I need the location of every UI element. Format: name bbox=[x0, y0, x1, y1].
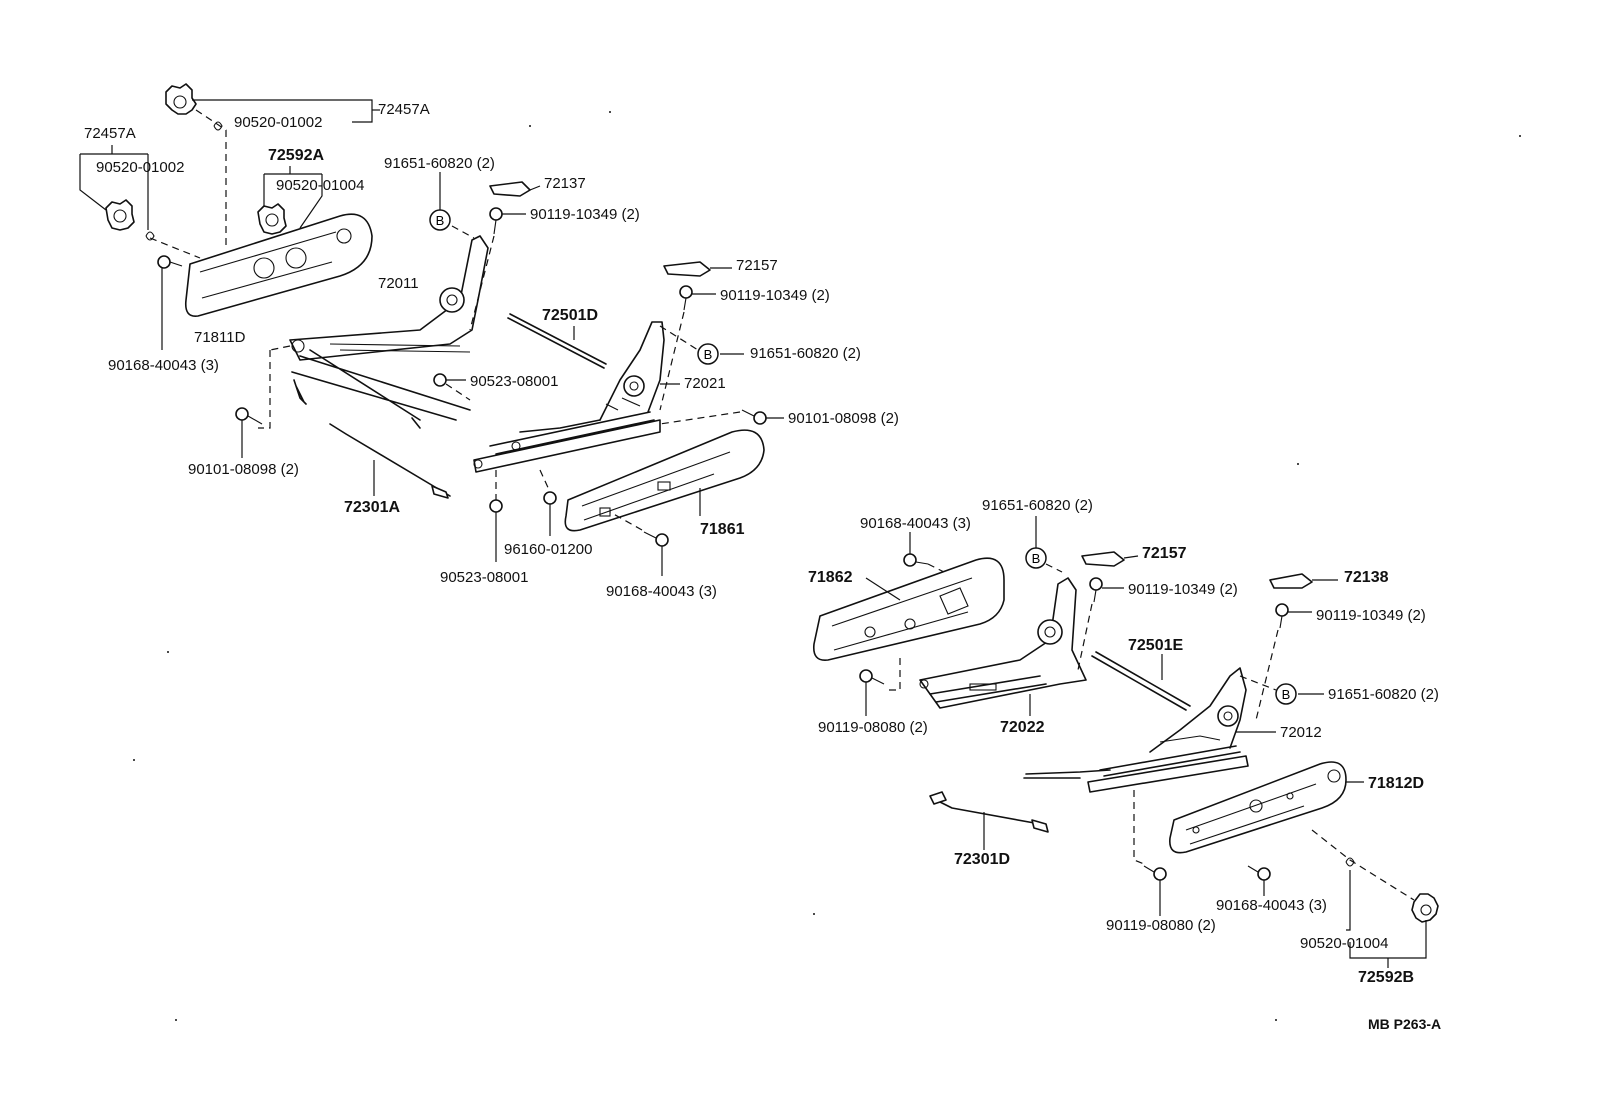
part-label: 91651-60820 (2) bbox=[750, 345, 861, 362]
part-label: 90101-08098 (2) bbox=[788, 410, 899, 427]
part-label: 90119-10349 (2) bbox=[1316, 607, 1426, 624]
part-label: 90168-40043 (3) bbox=[108, 357, 219, 374]
part-label: 90101-08098 (2) bbox=[188, 461, 299, 478]
seat-side-cover-71862 bbox=[812, 557, 1005, 661]
part-label: 90119-08080 (2) bbox=[1106, 917, 1216, 934]
part-label: 72157 bbox=[736, 257, 778, 274]
part-label: 72501D bbox=[542, 307, 599, 324]
seat-adjuster-frame-72011 bbox=[289, 235, 489, 429]
part-label: 90119-10349 (2) bbox=[530, 206, 640, 223]
seat-side-cover-71812D bbox=[1169, 761, 1347, 854]
seat-side-cover-71861 bbox=[564, 429, 765, 532]
part-label: 90520-01004 bbox=[276, 177, 365, 194]
cover-72157 bbox=[663, 261, 711, 277]
ref-b-icon bbox=[1275, 683, 1297, 705]
part-label: 90119-08080 (2) bbox=[818, 719, 928, 736]
ref-b-icon bbox=[697, 343, 719, 365]
part-label: 90168-40043 (3) bbox=[606, 583, 717, 600]
part-label: 72157 bbox=[1142, 545, 1187, 562]
part-label: 71861 bbox=[700, 521, 745, 538]
bolt-icon bbox=[1247, 865, 1271, 881]
part-label: 72592B bbox=[1358, 969, 1415, 986]
part-label: 71862 bbox=[808, 569, 853, 586]
bolt-icon bbox=[1143, 865, 1167, 881]
ring-icon bbox=[433, 373, 447, 387]
part-label: 90119-10349 (2) bbox=[720, 287, 830, 304]
part-label: 72022 bbox=[1000, 719, 1045, 736]
part-label: 91651-60820 (2) bbox=[384, 155, 495, 172]
part-label: 72457A bbox=[84, 125, 136, 142]
ref-b-symbol: B bbox=[436, 213, 445, 228]
cover-72137 bbox=[489, 181, 531, 197]
part-label: 71811D bbox=[194, 329, 246, 346]
ref-b-symbol: B bbox=[704, 347, 713, 362]
part-label: 72012 bbox=[1280, 724, 1322, 741]
part-label: 90520-01002 bbox=[234, 114, 323, 131]
cover-72157 bbox=[1081, 551, 1125, 567]
part-label: 90119-10349 (2) bbox=[1128, 581, 1238, 598]
seat-side-cover-71811D bbox=[184, 213, 373, 317]
part-label: 72137 bbox=[544, 175, 586, 192]
ring-icon bbox=[543, 491, 557, 505]
bolt-icon bbox=[157, 255, 183, 269]
adjuster-knob-icon bbox=[1411, 893, 1439, 923]
part-label: 90168-40043 (3) bbox=[860, 515, 971, 532]
clip-icon bbox=[213, 121, 223, 131]
part-label: 91651-60820 (2) bbox=[1328, 686, 1439, 703]
seat-rail-72012 bbox=[1023, 667, 1249, 793]
bolt-icon bbox=[1275, 603, 1289, 629]
part-label: 72138 bbox=[1344, 569, 1389, 586]
adjuster-knob-icon bbox=[257, 203, 287, 235]
part-label: 90520-01002 bbox=[96, 159, 185, 176]
rod-72501D bbox=[507, 317, 605, 369]
bolt-icon bbox=[643, 531, 669, 547]
part-label: 72457A bbox=[378, 101, 430, 118]
part-label: 72301A bbox=[344, 499, 401, 516]
drawing-code: MB P263-A bbox=[1368, 1016, 1442, 1032]
part-label: 96160-01200 bbox=[504, 541, 593, 558]
bolt-icon bbox=[679, 285, 693, 311]
seat-rail-72021 bbox=[473, 321, 665, 473]
part-label: 72301D bbox=[954, 851, 1011, 868]
part-label: 72501E bbox=[1128, 637, 1184, 654]
part-label: 72011 bbox=[378, 275, 419, 292]
adjuster-knob-icon bbox=[105, 199, 135, 231]
part-label: 71812D bbox=[1368, 775, 1425, 792]
part-label: 90520-01004 bbox=[1300, 935, 1389, 952]
part-label: 91651-60820 (2) bbox=[982, 497, 1093, 514]
ref-b-symbol: B bbox=[1282, 687, 1291, 702]
bolt-icon bbox=[903, 553, 929, 567]
seat-adjuster-frame-72022 bbox=[919, 577, 1087, 709]
clip-icon bbox=[145, 231, 155, 241]
bolt-icon bbox=[741, 409, 767, 425]
part-label: 90523-08001 bbox=[470, 373, 559, 390]
adjuster-knob-icon bbox=[165, 83, 197, 115]
rod-72501E bbox=[1091, 655, 1187, 711]
part-label: 72592A bbox=[268, 147, 325, 164]
cover-72138 bbox=[1269, 573, 1313, 589]
part-label: 72021 bbox=[684, 375, 726, 392]
bolt-icon bbox=[1089, 577, 1103, 603]
bolt-icon bbox=[489, 207, 503, 235]
part-label: 90523-08001 bbox=[440, 569, 529, 586]
part-label: 90168-40043 (3) bbox=[1216, 897, 1327, 914]
bolt-icon bbox=[859, 669, 885, 685]
ring-icon bbox=[489, 499, 503, 513]
bolt-icon bbox=[235, 407, 263, 425]
ref-b-symbol: B bbox=[1032, 551, 1041, 566]
cable-72301D bbox=[935, 799, 1041, 825]
